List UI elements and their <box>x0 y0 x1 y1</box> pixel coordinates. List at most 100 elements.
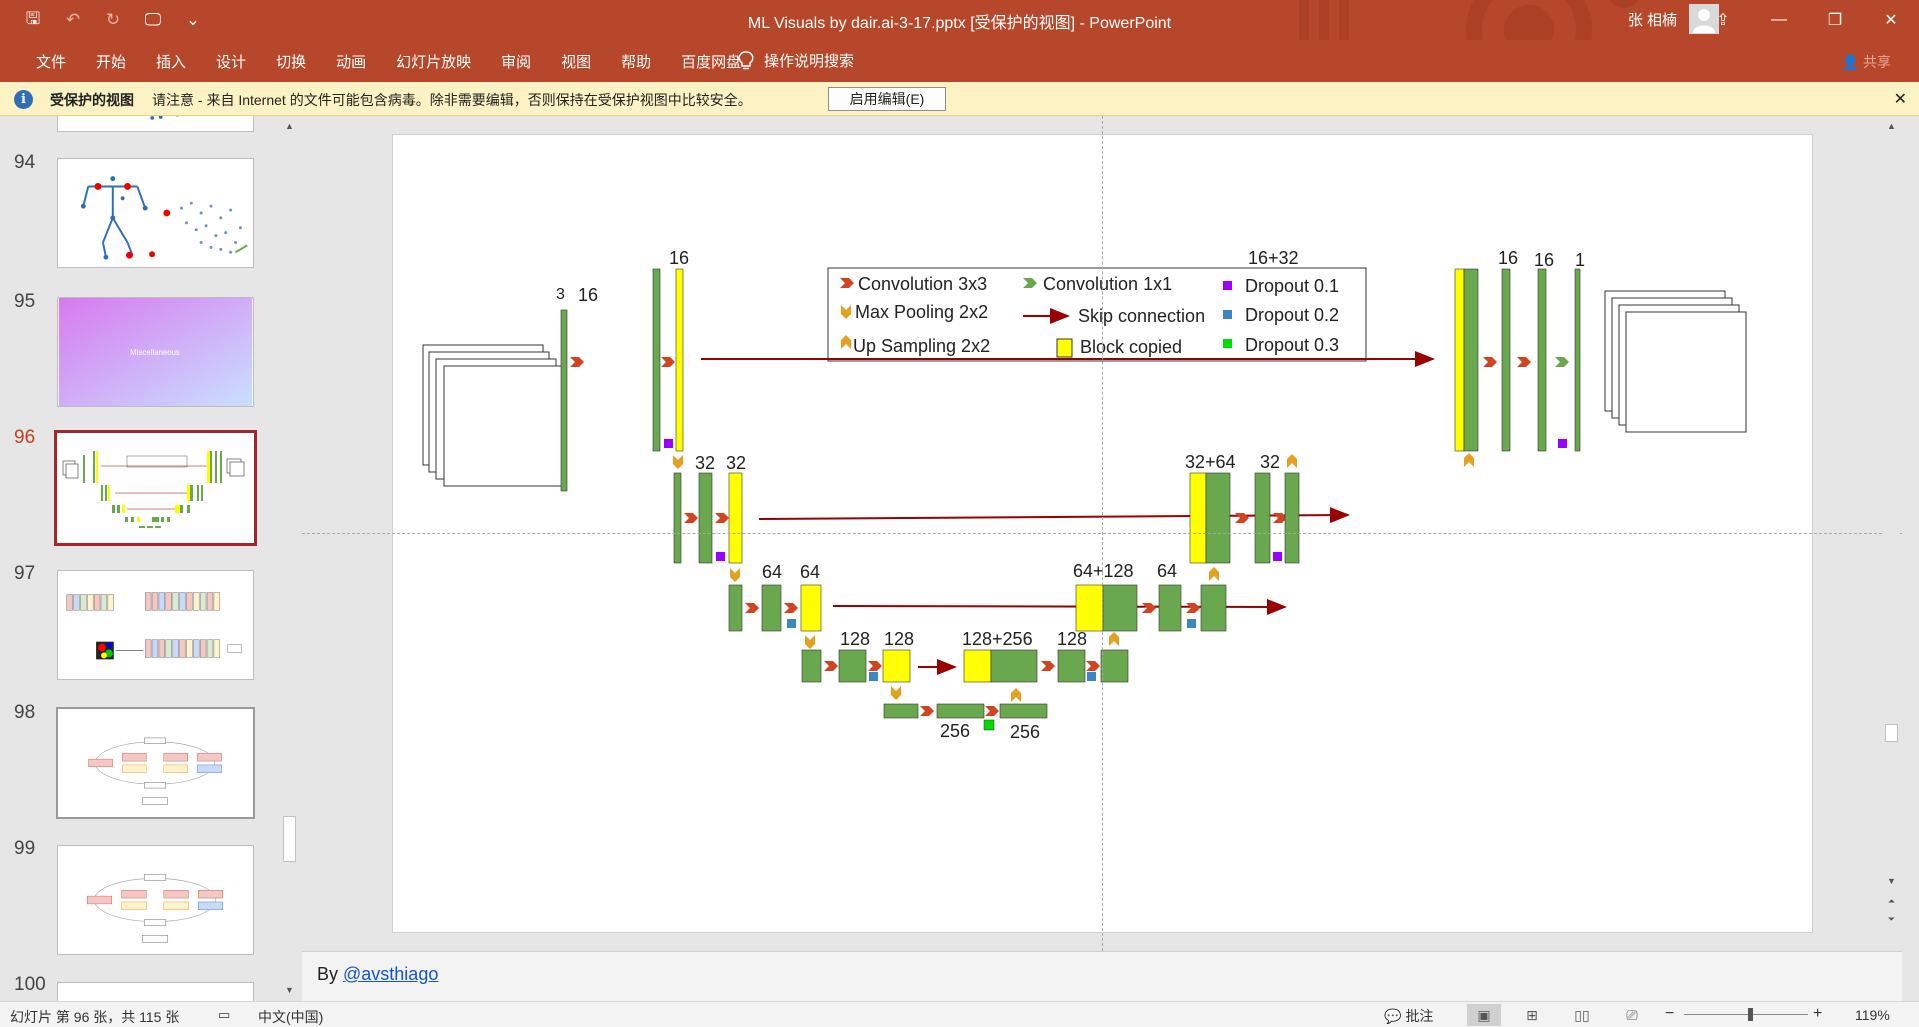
title-bar: 🖫 ↶ ↻ 🖵 ⌄ ML Visuals by dair.ai-3-17.ppt… <box>0 0 1919 40</box>
ribbon-tab[interactable]: 帮助 <box>621 54 652 71</box>
ribbon-display-options-button[interactable]: ⇪ <box>1716 12 1730 29</box>
copied-block <box>882 649 911 683</box>
slide-thumbnail-93[interactable] <box>57 116 254 132</box>
upsample-arrow <box>1209 567 1219 581</box>
conv-block <box>1158 584 1182 632</box>
scroll-down-arrow-icon[interactable]: ▼ <box>285 985 294 995</box>
label-l4b: 128 <box>884 629 914 649</box>
zoom-level[interactable]: 119% <box>1855 1007 1890 1023</box>
legend: Convolution 3x3 Convolution 1x1 Dropout … <box>827 267 1367 362</box>
close-bar-icon[interactable]: ✕ <box>1893 91 1907 108</box>
tell-me-search[interactable]: 操作说明搜索 <box>738 50 854 71</box>
slide-thumbnail-98[interactable] <box>56 707 255 819</box>
author-link[interactable]: @avsthiago <box>343 964 439 984</box>
label-r4: 128 <box>1057 629 1087 649</box>
conv-block <box>838 649 867 683</box>
label-r3: 64 <box>1157 561 1177 581</box>
minimize-button[interactable]: — <box>1771 11 1787 28</box>
present-from-start-icon[interactable]: 🖵 <box>144 10 162 29</box>
slide-thumbnail-94[interactable] <box>57 158 254 268</box>
conv-block <box>673 472 682 564</box>
conv-block <box>1200 584 1227 632</box>
restore-button[interactable]: ❐ <box>1827 12 1843 29</box>
ribbon-tab[interactable]: 开始 <box>96 54 127 71</box>
slide-sorter-button[interactable]: ⊞ <box>1526 1007 1538 1023</box>
maxpool-arrow <box>891 686 901 700</box>
legend-maxpool: Max Pooling 2x2 <box>855 302 988 322</box>
ribbon-tab[interactable]: 百度网盘 <box>681 54 742 71</box>
bottleneck: 256 256 <box>883 688 1048 742</box>
slide-thumbnail-97[interactable] <box>57 570 254 680</box>
dropout-0-2 <box>787 619 796 628</box>
ribbon-tab[interactable]: 动画 <box>336 54 367 71</box>
comments-button[interactable]: 💬 批注 <box>1384 1006 1433 1026</box>
ribbon-tab[interactable]: 插入 <box>156 54 187 71</box>
notes-pane[interactable]: By @avsthiago <box>302 951 1902 1001</box>
conv3-arrow <box>1235 513 1249 523</box>
customize-qat-icon[interactable]: ⌄ <box>185 10 201 29</box>
ribbon-tab[interactable]: 审阅 <box>501 54 532 71</box>
ribbon-tab[interactable]: 设计 <box>216 54 247 71</box>
slide-thumbnail-100[interactable] <box>57 982 254 1001</box>
conv3-arrow <box>661 357 675 367</box>
conv3-arrow <box>824 661 838 671</box>
slideshow-button[interactable]: ⎚ <box>1626 1007 1638 1023</box>
next-slide-icon[interactable]: ⏷ <box>1887 914 1896 924</box>
ribbon-tab[interactable]: 文件 <box>36 54 67 71</box>
zoom-out-button[interactable]: − <box>1665 1005 1675 1022</box>
normal-view-button[interactable]: ▣ <box>1467 1004 1501 1026</box>
label-bottleneck-b: 256 <box>1010 722 1040 742</box>
legend-copied: Block copied <box>1080 337 1182 357</box>
decoder-level-3: 64+128 64 <box>1073 561 1227 632</box>
slide-thumbnail-96[interactable] <box>54 430 257 546</box>
conv-block <box>999 703 1048 719</box>
user-name[interactable]: 张 相楠 <box>1627 12 1677 29</box>
conv3-arrow <box>684 513 698 523</box>
ribbon-tab[interactable]: 幻灯片放映 <box>396 54 472 71</box>
language[interactable]: 中文(中国) <box>258 1009 324 1025</box>
conv-block <box>560 309 568 492</box>
titlebar-decoration <box>1299 0 1639 40</box>
conv-block <box>1102 584 1138 632</box>
copied-block <box>963 649 992 683</box>
scroll-up-arrow-icon[interactable]: ▲ <box>1887 121 1896 131</box>
scrollbar-thumb[interactable] <box>283 816 296 862</box>
maxpool-arrow <box>805 635 815 649</box>
zoom-slider-handle[interactable] <box>1748 1008 1753 1021</box>
save-icon[interactable]: 🖫 <box>25 8 41 28</box>
ribbon-tab[interactable]: 切换 <box>276 54 307 71</box>
slide-number-96: 96 <box>14 427 36 448</box>
zoom-in-button[interactable]: + <box>1813 1005 1823 1022</box>
ribbon-tabs: 文件 开始 插入 设计 切换 动画 幻灯片放映 审阅 视图 帮助 百度网盘 <box>20 51 755 72</box>
undo-icon[interactable]: ↶ <box>65 10 81 29</box>
scrollbar-thumb[interactable] <box>1885 724 1898 742</box>
encoder-level-2: 32 32 <box>673 453 1350 582</box>
redo-icon[interactable]: ↻ <box>105 10 121 29</box>
dropout-0-3 <box>983 719 995 731</box>
ribbon-tab[interactable]: 视图 <box>561 54 592 71</box>
legend-dropout2-icon <box>1223 310 1232 319</box>
close-button[interactable]: ✕ <box>1884 12 1898 29</box>
slide-thumbnail-99[interactable] <box>57 845 254 955</box>
previous-slide-icon[interactable]: ⏶ <box>1887 896 1896 906</box>
reading-view-button[interactable]: ▯▯ <box>1574 1007 1590 1023</box>
upsample-arrow <box>1464 453 1474 467</box>
share-button[interactable]: 👤 共享 <box>1842 52 1891 72</box>
enable-editing-button[interactable]: 启用编辑(E) <box>828 87 946 111</box>
comment-icon: 💬 <box>1384 1007 1402 1024</box>
spell-check-icon[interactable]: ▭ <box>218 1007 231 1022</box>
avatar[interactable] <box>1689 4 1719 34</box>
legend-conv3: Convolution 3x3 <box>858 274 987 294</box>
decoder-level-2: 32+64 32 <box>1185 452 1300 564</box>
zoom-slider[interactable] <box>1684 1014 1808 1015</box>
thumb-95-title: Miscellaneous <box>130 348 180 357</box>
conv-block <box>1501 268 1511 452</box>
conv-block <box>652 268 661 452</box>
scroll-down-arrow-icon[interactable]: ▼ <box>1887 876 1896 886</box>
scroll-up-arrow-icon[interactable]: ▲ <box>285 121 294 131</box>
thumbnail-scrollbar[interactable]: ▲ ▼ <box>281 116 298 1001</box>
conv-block <box>1537 268 1547 452</box>
conv-block <box>990 649 1038 683</box>
slide-thumbnail-95[interactable]: Miscellaneous <box>57 297 254 407</box>
editor-scrollbar[interactable]: ▲ ▼ ⏶ ⏷ <box>1883 116 1900 951</box>
